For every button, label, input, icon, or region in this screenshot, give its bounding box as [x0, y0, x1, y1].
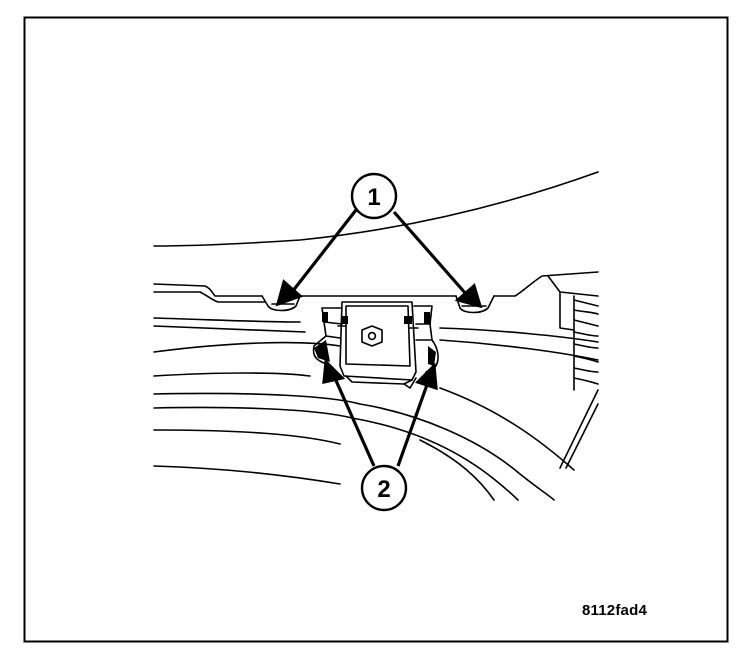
crossmember-bottom — [153, 317, 599, 343]
callout-2-leaders — [322, 358, 438, 467]
figure-border — [23, 16, 729, 643]
figure-code: 8112fad4 — [582, 602, 647, 619]
crossmember-top — [153, 271, 599, 297]
callout-2-circle — [360, 464, 408, 512]
bellows — [547, 275, 599, 331]
bracket-shading — [314, 312, 436, 366]
wheel-arc-4 — [153, 429, 341, 445]
line-drawing — [153, 171, 599, 501]
callout-1: 1 — [350, 172, 398, 220]
wheel-arc-3 — [153, 406, 519, 501]
wheel-arc-2 — [153, 392, 555, 501]
wheel-arc-5 — [153, 465, 341, 485]
callout-1-leaders — [275, 209, 483, 309]
hex-bolt — [361, 325, 383, 347]
callout-2-label: 2 — [377, 476, 390, 503]
crossmember-lower — [153, 291, 266, 303]
callout-1-label: 1 — [367, 184, 380, 211]
fastener-right — [455, 295, 495, 314]
upper-body-curve — [153, 171, 599, 247]
fastener-left — [261, 295, 301, 312]
callout-2: 2 — [360, 464, 408, 512]
callout-1-circle — [350, 172, 398, 220]
